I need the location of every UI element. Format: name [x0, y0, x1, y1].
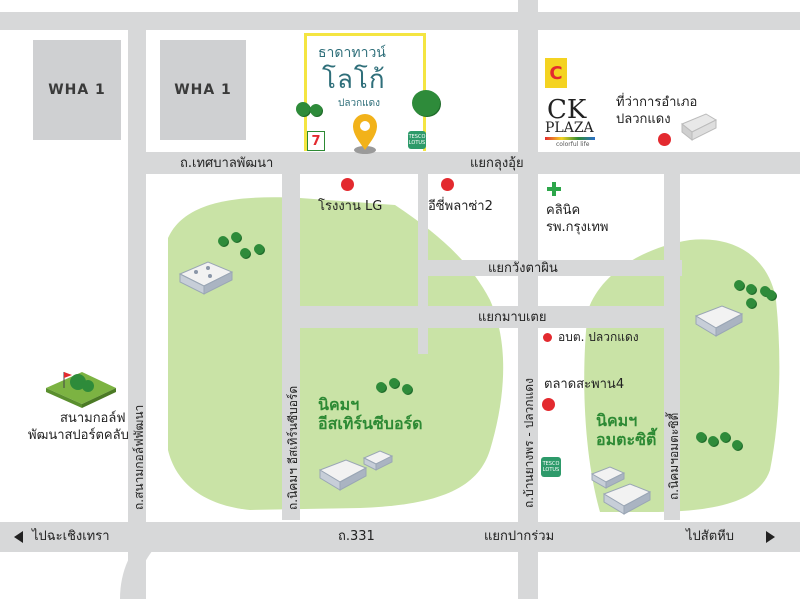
tree-icon — [254, 244, 264, 254]
factory-icon — [178, 261, 234, 295]
tree-icon — [310, 104, 322, 116]
ma-pa-toei-road — [300, 306, 664, 328]
amata-estate-label-line1: นิคมฯ — [596, 411, 638, 430]
to-chachoengsao-label: ไปฉะเชิงเทรา — [32, 529, 110, 544]
sao-label: อบต. ปลวกแดง — [558, 330, 639, 344]
tree-icon — [389, 378, 399, 388]
golf-road-label: ถ.สนามกอล์ฟพัฒนา — [132, 404, 146, 510]
district-office-pin[interactable] — [658, 133, 671, 146]
arrow-left-icon — [14, 531, 23, 543]
project-name-line3: ปลวกแดง — [338, 98, 380, 109]
clinic-label-line1: คลินิค — [546, 203, 581, 218]
tree-icon — [746, 298, 756, 308]
amata-road-label: ถ.นิคมฯอมตะซิตี้ — [667, 412, 681, 500]
tree-icon — [240, 248, 250, 258]
eastern-road-label: ถ.นิคมฯ อีสเทิร์นซีบอร์ด — [286, 385, 300, 510]
ban-yang-road — [518, 0, 538, 599]
thesaban-road — [128, 152, 800, 174]
easy-plaza-label: อีซี่พลาซ่า2 — [428, 199, 493, 214]
golf-label-line2: พัฒนาสปอร์ตคลับ — [28, 428, 129, 443]
tree-icon — [412, 90, 440, 116]
ban-yang-road-label: ถ.บ้านยางพร - ปลวกแดง — [522, 378, 536, 508]
project-name-line1: ธาดาทาวน์ — [318, 45, 386, 61]
district-office-label-line2: ปลวกแดง — [616, 112, 671, 127]
tree-icon — [732, 440, 742, 450]
to-sattahip-label: ไปสัตหีบ — [686, 529, 734, 544]
wang-ta-phin-road — [418, 260, 682, 276]
ck-plaza-logo: CK — [547, 95, 587, 125]
tree-icon — [760, 286, 770, 296]
sao-pin[interactable] — [543, 333, 552, 342]
wha1-block-left: WHA 1 — [33, 40, 121, 140]
lg-factory-pin[interactable] — [341, 178, 354, 191]
top-road — [0, 12, 800, 30]
wang-ta-phin-label: แยกวังตาผิน — [488, 261, 558, 276]
factory-icon — [694, 305, 744, 337]
tree-icon — [746, 284, 756, 294]
bigc-icon: C — [545, 58, 567, 88]
wha1-block-right: WHA 1 — [160, 40, 246, 140]
road-curve — [120, 524, 166, 599]
factory-icon — [318, 459, 368, 491]
arrow-right-icon — [766, 531, 775, 543]
golf-road — [128, 12, 146, 599]
location-pin-icon[interactable] — [350, 112, 380, 156]
ma-pa-toei-label: แยกมาบเตย — [478, 310, 547, 325]
pak-ruam-label: แยกปากร่วม — [484, 529, 555, 544]
tesco-lotus-icon-2: TESCO LOTUS — [541, 457, 561, 477]
clinic-label-line2: รพ.กรุงเทพ — [546, 220, 609, 235]
eastern-road — [282, 174, 300, 520]
ck-plaza-stripe — [545, 137, 595, 140]
factory-icon — [602, 483, 652, 515]
building-icon — [681, 113, 718, 142]
ck-plaza-logo-line2: PLAZA — [545, 120, 594, 136]
factory-icon — [590, 466, 626, 489]
tree-icon — [376, 382, 386, 392]
golf-course-icon — [46, 372, 116, 408]
seven-eleven-icon: 7 — [307, 131, 325, 151]
tree-icon — [720, 432, 730, 442]
tree-icon — [231, 232, 241, 242]
market-pin[interactable] — [542, 398, 555, 411]
tree-icon — [296, 102, 310, 116]
golf-label-line1: สนามกอล์ฟ — [60, 411, 126, 426]
tree-icon — [696, 432, 706, 442]
tree-icon — [708, 436, 718, 446]
market-label: ตลาดสะพาน4 — [544, 377, 625, 392]
road-331-label: ถ.331 — [338, 529, 375, 544]
lung-yaek-label: แยกลุงอุ้ย — [470, 156, 524, 171]
tree-icon — [734, 280, 744, 290]
amata-estate-label-line2: อมตะซิตี้ — [596, 430, 657, 449]
eastern-estate-label-line2: อีสเทิร์นซีบอร์ด — [318, 414, 423, 433]
tesco-lotus-icon: TESCO LOTUS — [408, 131, 426, 149]
tree-icon — [766, 290, 776, 300]
road-331 — [0, 522, 800, 552]
district-office-label-line1: ที่ว่าการอำเภอ — [616, 95, 698, 110]
ck-plaza-tagline: colorful life — [556, 141, 590, 148]
factory-icon — [362, 450, 394, 471]
tree-icon — [402, 384, 412, 394]
easy-plaza-pin[interactable] — [441, 178, 454, 191]
clinic-cross-icon[interactable] — [546, 181, 562, 197]
thesaban-road-label: ถ.เทศบาลพัฒนา — [180, 156, 274, 171]
tree-icon — [218, 236, 228, 246]
project-name-line2: โลโก้ — [322, 65, 386, 95]
lg-factory-label: โรงงาน LG — [318, 199, 383, 214]
eastern-estate-label-line1: นิคมฯ — [318, 395, 360, 414]
